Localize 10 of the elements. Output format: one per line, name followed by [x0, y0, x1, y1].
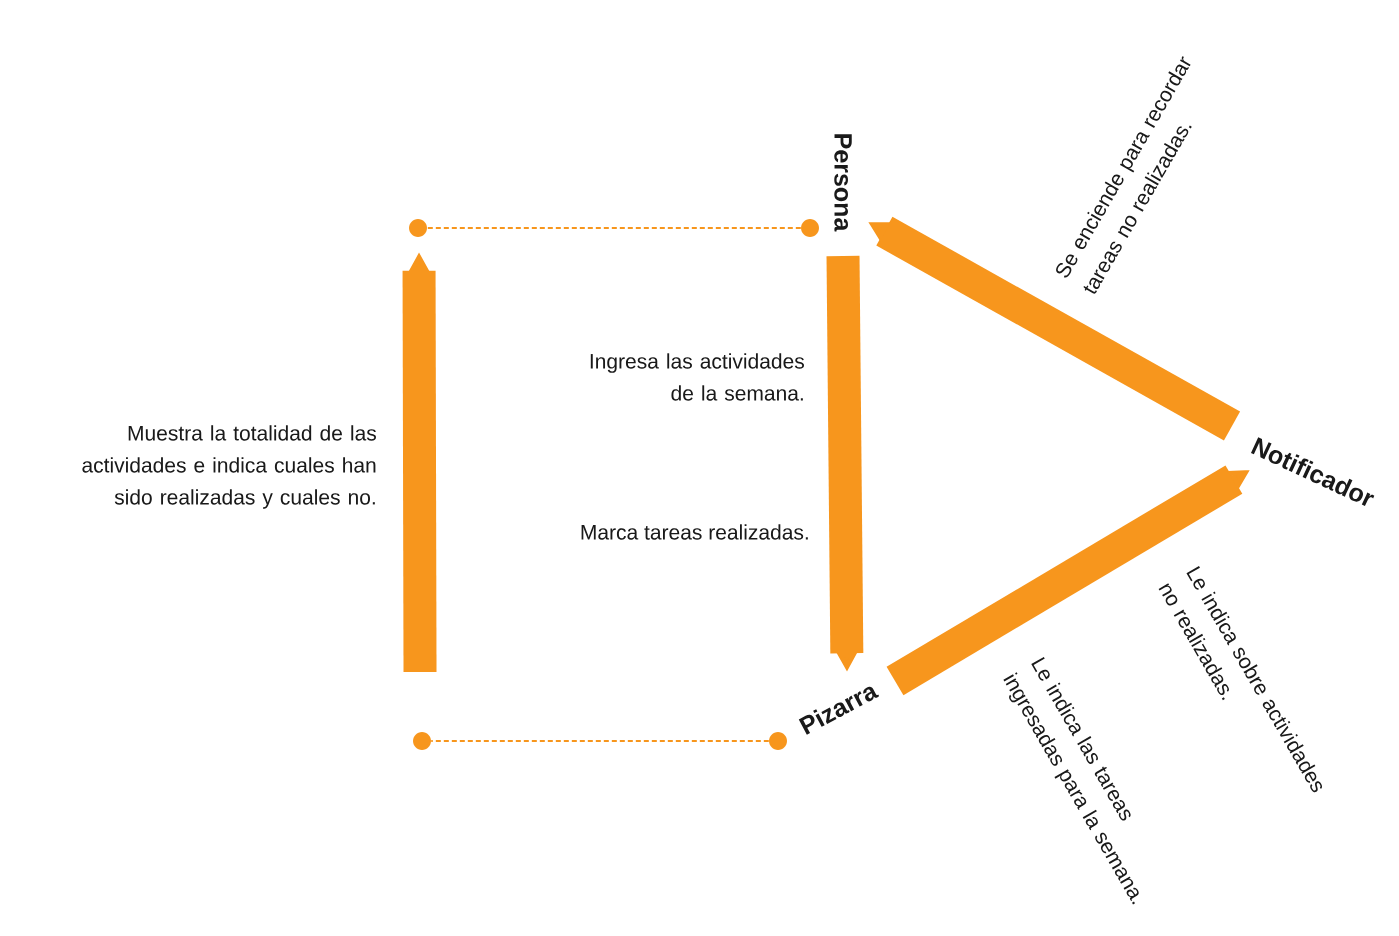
node-label: Persona — [834, 134, 852, 232]
dashed-line — [430, 740, 770, 742]
dot — [769, 732, 787, 750]
edge-label: Muestra la totalidad de las actividades e indica cuales han sido realizadas y cuales no. — [82, 425, 376, 509]
annotation-text: Marca tareas realizadas. — [581, 524, 808, 540]
dot — [409, 219, 427, 237]
edge-label: Ingresa las actividades de la semana. — [590, 353, 804, 401]
dot — [801, 219, 819, 237]
dashed-line — [426, 227, 802, 229]
dot — [413, 732, 431, 750]
